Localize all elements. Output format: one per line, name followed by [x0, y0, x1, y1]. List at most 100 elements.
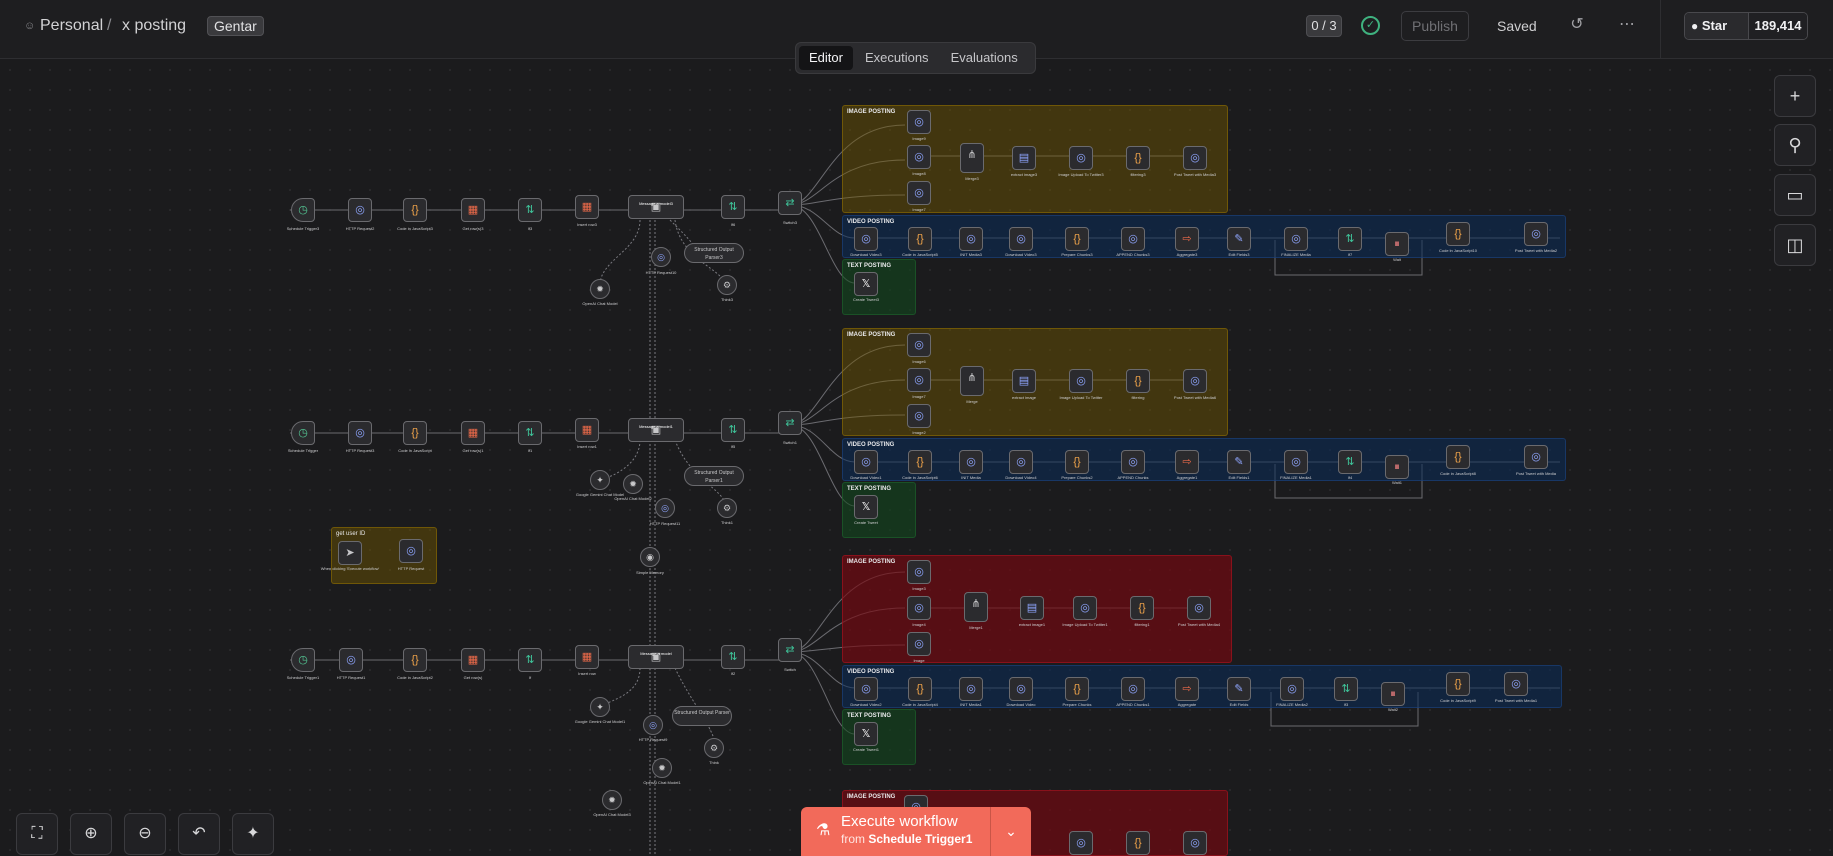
workflow-node[interactable]: ✹: [652, 758, 672, 778]
toggle-panel-button[interactable]: ◫: [1774, 224, 1816, 266]
workflow-node[interactable]: ◎: [1009, 677, 1033, 701]
workflow-node[interactable]: {}: [1446, 445, 1470, 469]
tab-editor[interactable]: Editor: [799, 46, 853, 70]
workflow-node[interactable]: ⇅: [518, 421, 542, 445]
workflow-node[interactable]: ◎: [1280, 677, 1304, 701]
workflow-node[interactable]: ◎: [1121, 677, 1145, 701]
workflow-node[interactable]: ◎: [907, 560, 931, 584]
workflow-node[interactable]: ⇨: [1175, 450, 1199, 474]
zoom-in-button[interactable]: ⊕: [70, 813, 112, 855]
tab-executions[interactable]: Executions: [864, 50, 929, 65]
workflow-node[interactable]: ⇅: [721, 418, 745, 442]
workflow-node[interactable]: ⇨: [1175, 677, 1199, 701]
workflow-node[interactable]: ◎: [907, 333, 931, 357]
workflow-node[interactable]: ◎: [1504, 672, 1528, 696]
workflow-node[interactable]: ◎: [348, 421, 372, 445]
workflow-node[interactable]: ⇄: [778, 411, 802, 435]
tidy-up-button[interactable]: ✦: [232, 813, 274, 855]
workflow-name[interactable]: x posting: [122, 17, 187, 34]
workflow-node[interactable]: Structured Output Parser1: [684, 466, 744, 486]
workflow-node[interactable]: {}: [908, 450, 932, 474]
search-nodes-button[interactable]: ⚲: [1774, 124, 1816, 166]
workflow-node[interactable]: ⚙: [717, 275, 737, 295]
workflow-node[interactable]: ◎: [959, 677, 983, 701]
workflow-node[interactable]: ◎: [1183, 146, 1207, 170]
add-node-button[interactable]: +: [1774, 75, 1816, 117]
workflow-node[interactable]: ▤: [1012, 369, 1036, 393]
workflow-node[interactable]: ⇨: [1175, 227, 1199, 251]
workflow-node[interactable]: ◎: [907, 596, 931, 620]
workflow-node[interactable]: {}: [403, 198, 427, 222]
workflow-node[interactable]: ◷: [291, 198, 315, 222]
workflow-node[interactable]: ◎: [1524, 222, 1548, 246]
workflow-node[interactable]: ◎: [854, 227, 878, 251]
workflow-node[interactable]: ✎: [1227, 677, 1251, 701]
workflow-node[interactable]: ◎: [854, 677, 878, 701]
workflow-node[interactable]: ◎: [907, 181, 931, 205]
workflow-node[interactable]: ⇅: [721, 195, 745, 219]
workflow-node[interactable]: ◎: [1069, 831, 1093, 855]
workflow-node[interactable]: ◎: [1069, 146, 1093, 170]
workflow-node[interactable]: ⇅: [518, 198, 542, 222]
workflow-node[interactable]: ◎: [907, 404, 931, 428]
workflow-node[interactable]: ⏸: [1385, 232, 1409, 256]
workflow-node[interactable]: ◎: [959, 227, 983, 251]
execute-workflow-button[interactable]: ⚗ Execute workflow from Schedule Trigger…: [801, 807, 1031, 856]
workflow-node[interactable]: ◎: [1284, 227, 1308, 251]
workflow-node[interactable]: ✦: [590, 697, 610, 717]
workflow-node[interactable]: ✎: [1227, 450, 1251, 474]
workflow-node[interactable]: ✎: [1227, 227, 1251, 251]
workflow-node[interactable]: ◎: [348, 198, 372, 222]
workflow-node[interactable]: 𝕏: [854, 495, 878, 519]
workflow-node[interactable]: ◎: [1009, 450, 1033, 474]
workflow-node[interactable]: ◎: [1284, 450, 1308, 474]
workflow-node[interactable]: ◎: [1121, 227, 1145, 251]
workflow-node[interactable]: ⋔: [960, 366, 984, 396]
workflow-node[interactable]: ◎: [907, 110, 931, 134]
execute-workflow-main[interactable]: ⚗ Execute workflow from Schedule Trigger…: [801, 807, 991, 856]
github-star-button[interactable]: ● Star 189,414: [1684, 12, 1808, 40]
workflow-node[interactable]: ✹: [602, 790, 622, 810]
workflow-node[interactable]: ◎: [959, 450, 983, 474]
workflow-node[interactable]: ◎: [1009, 227, 1033, 251]
workflow-node[interactable]: {}: [908, 677, 932, 701]
workflow-node[interactable]: {}: [1065, 677, 1089, 701]
workflow-node[interactable]: ◎: [1121, 450, 1145, 474]
workflow-node[interactable]: ◎: [907, 368, 931, 392]
publish-button[interactable]: Publish: [1401, 11, 1469, 41]
workflow-node[interactable]: ⋔: [960, 143, 984, 173]
workflow-node[interactable]: {}: [403, 421, 427, 445]
workflow-node[interactable]: ◷: [291, 421, 315, 445]
workflow-node[interactable]: ⇅: [1338, 450, 1362, 474]
workflow-node[interactable]: ⇅: [721, 645, 745, 669]
workflow-node[interactable]: {}: [1065, 227, 1089, 251]
workflow-node[interactable]: ▦: [575, 418, 599, 442]
workflow-node[interactable]: {}: [403, 648, 427, 672]
workflow-node[interactable]: ➤: [338, 541, 362, 565]
workflow-node[interactable]: ◎: [907, 632, 931, 656]
workflow-node[interactable]: ◎: [907, 145, 931, 169]
workflow-node[interactable]: ⏸: [1381, 682, 1405, 706]
group-text-posting-3[interactable]: TEXT POSTING: [842, 709, 916, 765]
workflow-node[interactable]: {}: [1130, 596, 1154, 620]
breadcrumb-personal[interactable]: Personal: [40, 17, 104, 34]
workflow-node[interactable]: ▦: [575, 645, 599, 669]
workflow-node[interactable]: ▣: [628, 645, 684, 669]
undo-button[interactable]: ↶: [178, 813, 220, 855]
workflow-node[interactable]: ◎: [651, 247, 671, 267]
workflow-node[interactable]: ▤: [1012, 146, 1036, 170]
workflow-node[interactable]: ⏸: [1385, 455, 1409, 479]
workflow-node[interactable]: ⋔: [964, 592, 988, 622]
workflow-node[interactable]: {}: [1126, 146, 1150, 170]
workflow-node[interactable]: ◎: [1187, 596, 1211, 620]
workflow-node[interactable]: ▤: [1020, 596, 1044, 620]
workflow-node[interactable]: Structured Output Parser: [672, 706, 732, 726]
workflow-node[interactable]: ◎: [1073, 596, 1097, 620]
workflow-node[interactable]: ◎: [339, 648, 363, 672]
workflow-node[interactable]: ◎: [655, 498, 675, 518]
workflow-node[interactable]: ✹: [623, 474, 643, 494]
workflow-node[interactable]: ▣: [628, 418, 684, 442]
tab-evaluations[interactable]: Evaluations: [950, 50, 1018, 65]
workflow-node[interactable]: Structured Output Parser3: [684, 243, 744, 263]
